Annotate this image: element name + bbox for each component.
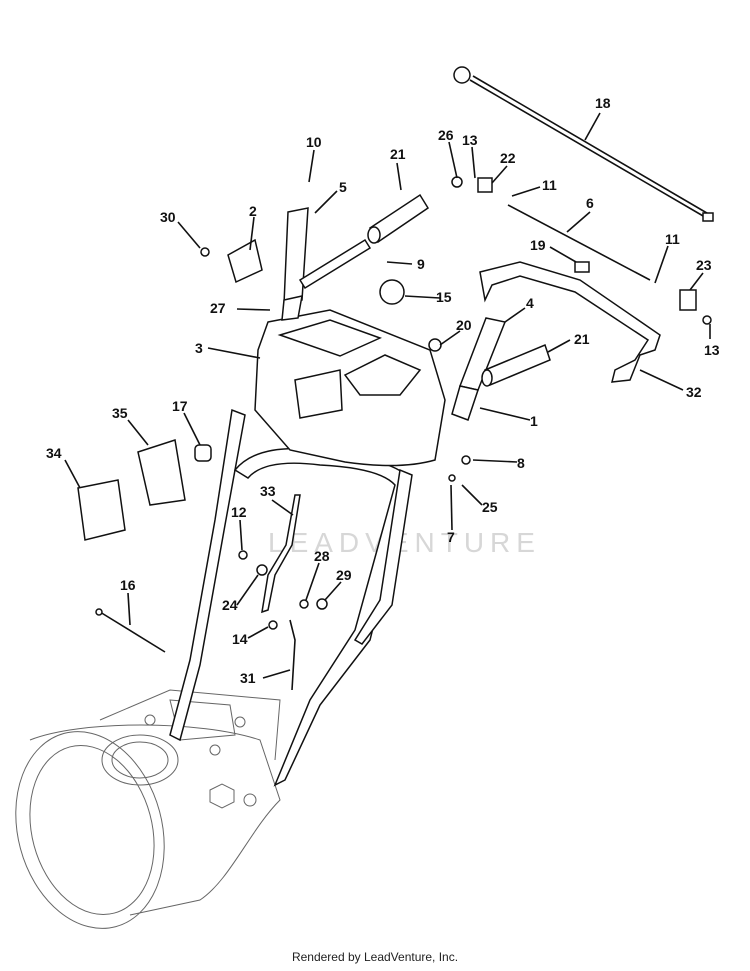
- callout-35: 35: [112, 405, 128, 421]
- bracket-32: [479, 261, 661, 383]
- callout-29: 29: [336, 567, 352, 583]
- cables: [453, 66, 714, 281]
- grip-top: [298, 193, 430, 290]
- callout-13: 13: [462, 132, 478, 148]
- callout-21: 21: [390, 146, 406, 162]
- control-panel: [254, 309, 446, 467]
- callout-23: 23: [696, 257, 712, 273]
- lever-assembly: [95, 494, 301, 691]
- callout-4: 4: [526, 295, 534, 311]
- callout-18: 18: [595, 95, 611, 111]
- auger-housing-ghost: [15, 689, 281, 929]
- callout-6: 6: [586, 195, 594, 211]
- callout-5: 5: [339, 179, 347, 195]
- callout-labels: 18 26 13 22 11 10 21 5 6 30 2 9 19 11 23…: [46, 95, 720, 686]
- callout-31: 31: [240, 670, 256, 686]
- callout-26: 26: [438, 127, 454, 143]
- callout-7: 7: [447, 529, 455, 545]
- callout-30: 30: [160, 209, 176, 225]
- callout-25: 25: [482, 499, 498, 515]
- callout-2: 2: [249, 203, 257, 219]
- callout-28: 28: [314, 548, 330, 564]
- callout-12: 12: [231, 504, 247, 520]
- handle-frame: [169, 408, 413, 787]
- leader-lines: [64, 112, 711, 679]
- callout-11: 11: [665, 231, 680, 247]
- callout-20: 20: [456, 317, 472, 333]
- callout-17: 17: [172, 398, 188, 414]
- callout-21: 21: [574, 331, 590, 347]
- callout-33: 33: [260, 483, 276, 499]
- callout-1: 1: [530, 413, 538, 429]
- callout-9: 9: [417, 256, 425, 272]
- callout-22: 22: [500, 150, 516, 166]
- callout-14: 14: [232, 631, 248, 647]
- callout-10: 10: [306, 134, 322, 150]
- callout-27: 27: [210, 300, 226, 316]
- callout-16: 16: [120, 577, 136, 593]
- watermark-text: LEADVENTURE: [268, 527, 541, 558]
- callout-32: 32: [686, 384, 702, 400]
- callout-13: 13: [704, 342, 720, 358]
- small-parts: [77, 176, 712, 630]
- callout-8: 8: [517, 455, 525, 471]
- callout-34: 34: [46, 445, 62, 461]
- callout-15: 15: [436, 289, 452, 305]
- callout-11: 11: [542, 177, 557, 193]
- callout-19: 19: [530, 237, 546, 253]
- callout-24: 24: [222, 597, 238, 613]
- grip-right: [481, 343, 551, 387]
- footer-credit: Rendered by LeadVenture, Inc.: [291, 950, 459, 964]
- callout-3: 3: [195, 340, 203, 356]
- upper-handles: [281, 207, 507, 421]
